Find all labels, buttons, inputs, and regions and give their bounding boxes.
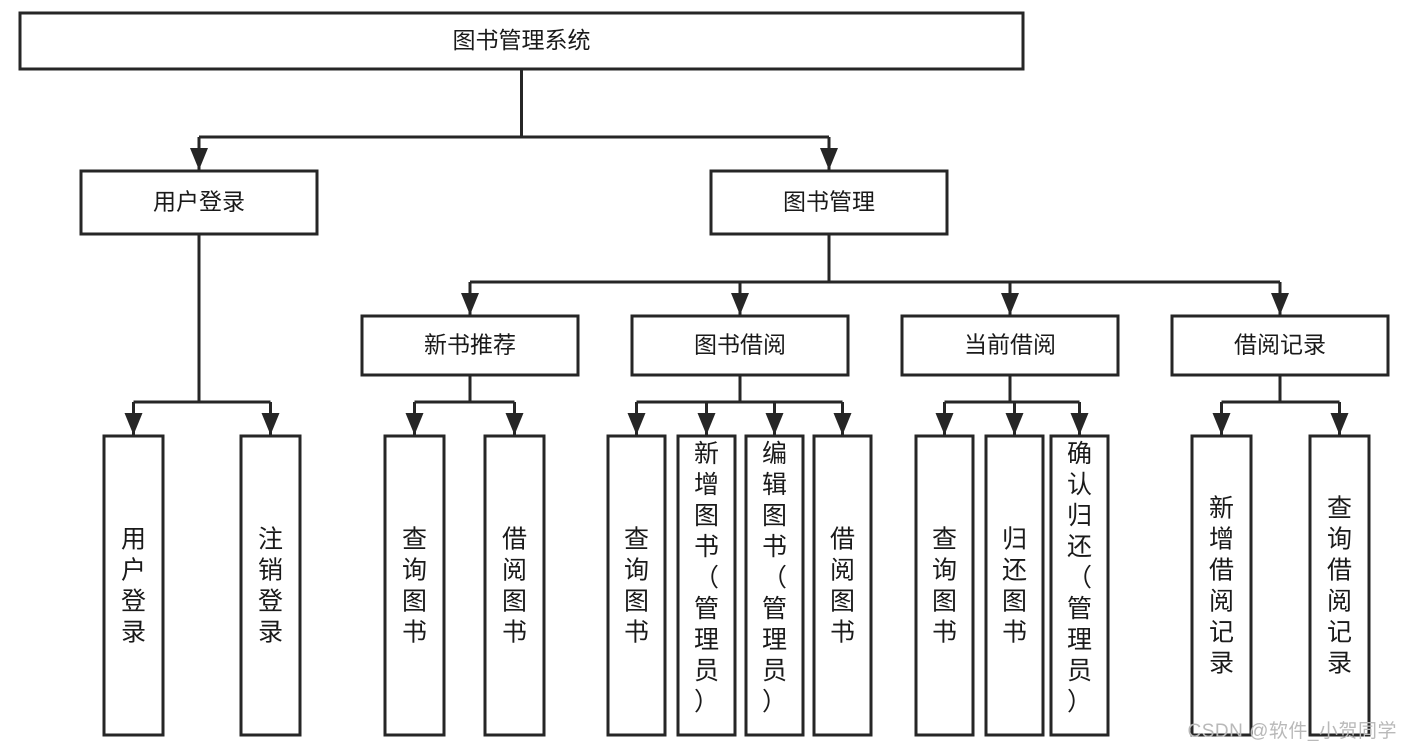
node-label: 用户登录 [153,189,245,215]
edge-group-book-manage [461,234,1289,315]
node-label: 图书管理系统 [453,27,591,53]
arrow-head-icon [124,413,143,435]
node-box[interactable] [383,434,446,737]
node-leaf-query-book-bor[interactable]: 查询图书 [606,434,667,737]
node-user-login[interactable]: 用户登录 [79,169,319,236]
node-box[interactable] [630,314,850,377]
node-box[interactable] [709,169,949,236]
node-current-borrow[interactable]: 当前借阅 [900,314,1120,377]
node-leaf-query-record[interactable]: 查询借阅记录 [1308,434,1371,737]
edge-group-book-borrow [627,375,852,435]
edges-layer [124,69,1349,435]
node-label-vertical: 查询图书 [402,526,427,647]
node-label-vertical: 新增图书（管理员） [694,440,719,716]
node-label: 新书推荐 [424,332,516,358]
node-box[interactable] [676,434,737,737]
node-box[interactable] [18,11,1025,71]
node-box[interactable] [1308,434,1371,737]
node-leaf-borrow-book-rec[interactable]: 借阅图书 [483,434,546,737]
node-box[interactable] [744,434,805,737]
arrow-head-icon [1001,293,1019,315]
edge-group-new-book-rec [405,375,524,435]
node-label-vertical: 借阅图书 [830,526,855,647]
arrow-head-icon [461,293,479,315]
arrow-head-icon [405,413,424,435]
nodes-layer: 图书管理系统用户登录图书管理新书推荐图书借阅当前借阅借阅记录用户登录注销登录查询… [18,11,1390,737]
node-leaf-logout[interactable]: 注销登录 [239,434,302,737]
node-label-vertical: 注销登录 [258,526,283,647]
node-box[interactable] [1049,434,1110,737]
node-box[interactable] [1170,314,1390,377]
node-label-vertical: 借阅图书 [502,526,527,647]
node-leaf-query-book-cur[interactable]: 查询图书 [914,434,975,737]
node-leaf-edit-book[interactable]: 编辑图书（管理员） [744,434,805,737]
arrow-head-icon [1070,413,1089,435]
node-book-manage[interactable]: 图书管理 [709,169,949,236]
node-label-vertical: 查询图书 [624,526,649,647]
node-label: 图书借阅 [694,332,786,358]
node-box[interactable] [483,434,546,737]
node-label: 图书管理 [783,189,875,215]
node-book-borrow[interactable]: 图书借阅 [630,314,850,377]
node-label-vertical: 编辑图书（管理员） [762,440,787,716]
arrow-head-icon [1330,413,1349,435]
arrow-head-icon [190,148,208,170]
node-borrow-record[interactable]: 借阅记录 [1170,314,1390,377]
arrow-head-icon [505,413,524,435]
node-leaf-borrow-book-bor[interactable]: 借阅图书 [812,434,873,737]
node-label-vertical: 新增借阅记录 [1209,495,1234,678]
node-leaf-query-book-rec[interactable]: 查询图书 [383,434,446,737]
node-box[interactable] [914,434,975,737]
edge-group-current-borrow [935,375,1089,435]
arrow-head-icon [833,413,852,435]
arrow-head-icon [1212,413,1231,435]
edge-group-borrow-record [1212,375,1349,435]
node-box[interactable] [1190,434,1253,737]
node-box[interactable] [360,314,580,377]
node-leaf-user-login[interactable]: 用户登录 [102,434,165,737]
node-label-vertical: 查询图书 [932,526,957,647]
arrow-head-icon [697,413,716,435]
node-label-vertical: 查询借阅记录 [1327,495,1352,678]
node-box[interactable] [102,434,165,737]
node-label-vertical: 用户登录 [121,526,146,647]
arrow-head-icon [1271,293,1289,315]
arrow-head-icon [627,413,646,435]
arrow-head-icon [1005,413,1024,435]
node-root[interactable]: 图书管理系统 [18,11,1025,71]
node-box[interactable] [239,434,302,737]
node-box[interactable] [812,434,873,737]
node-label: 当前借阅 [964,332,1056,358]
node-label: 借阅记录 [1234,332,1326,358]
node-box[interactable] [900,314,1120,377]
arrow-head-icon [731,293,749,315]
arrow-head-icon [820,148,838,170]
node-new-book-rec[interactable]: 新书推荐 [360,314,580,377]
node-leaf-add-record[interactable]: 新增借阅记录 [1190,434,1253,737]
edge-group-root [190,69,838,170]
node-box[interactable] [984,434,1045,737]
node-leaf-add-book[interactable]: 新增图书（管理员） [676,434,737,737]
node-box[interactable] [79,169,319,236]
node-leaf-return-book[interactable]: 归还图书 [984,434,1045,737]
arrow-head-icon [765,413,784,435]
node-label-vertical: 归还图书 [1002,526,1027,647]
node-label-vertical: 确认归还（管理员） [1067,440,1092,716]
edge-group-user-login [124,234,280,435]
node-leaf-confirm-return[interactable]: 确认归还（管理员） [1049,434,1110,737]
node-box[interactable] [606,434,667,737]
arrow-head-icon [261,413,280,435]
arrow-head-icon [935,413,954,435]
watermark-text: CSDN @软件_小贺同学 [1187,721,1397,742]
